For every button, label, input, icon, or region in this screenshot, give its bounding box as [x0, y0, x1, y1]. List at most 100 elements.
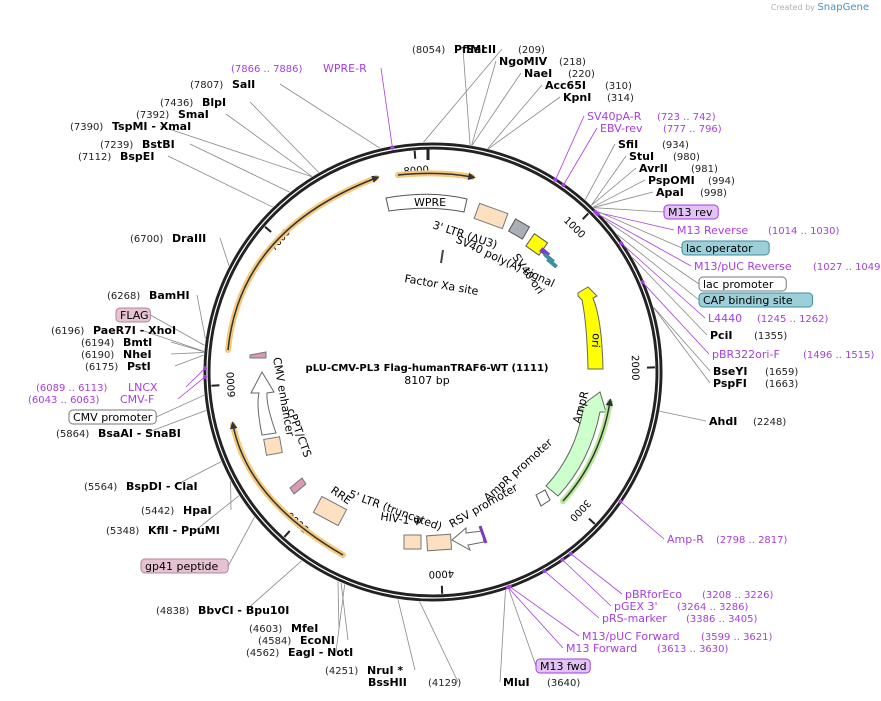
enzyme-site[interactable]: PspFI(1663) — [713, 377, 798, 390]
enzyme-site[interactable]: (4838)BbvCI - Bpu10I — [156, 604, 289, 617]
primer-binding-site[interactable]: SV40pA-R(723 .. 742) — [587, 110, 716, 123]
primer-leader — [509, 586, 580, 637]
enzyme-site[interactable]: SacII(209) — [466, 43, 545, 56]
primer-name: pBR322ori-F — [712, 348, 780, 361]
primer-binding-site[interactable]: M13/pUC Forward(3599 .. 3621) — [582, 630, 773, 643]
5ltr-label: 5' LTR (truncated) — [347, 488, 444, 534]
enzyme-site[interactable]: (6190)NheI — [81, 348, 152, 361]
enzyme-site[interactable]: (4584)EcoNI — [258, 634, 335, 647]
enzyme-site[interactable]: ApaI(998) — [656, 186, 727, 199]
enzyme-name: AhdI — [709, 415, 737, 428]
enzyme-site[interactable]: BssHII(4129) — [368, 676, 461, 689]
feature-box-gp41-peptide[interactable]: gp41 peptide — [140, 558, 229, 574]
primer-binding-site[interactable]: (6089 .. 6113)LNCX — [36, 381, 158, 394]
primer-binding-site[interactable]: L4440(1245 .. 1262) — [708, 312, 829, 325]
leader-line — [167, 155, 273, 208]
feature-box-flag[interactable]: FLAG — [115, 307, 151, 323]
primer-binding-site[interactable]: M13 Reverse(1014 .. 1030) — [677, 224, 840, 237]
primer-binding-site[interactable]: pRS-marker(3386 .. 3405) — [602, 612, 758, 625]
primer-binding-site[interactable]: pGEX 3'(3264 .. 3286) — [614, 600, 749, 613]
feature-box — [698, 292, 814, 308]
enzyme-site[interactable]: (5348)KflI - PpuMI — [106, 524, 220, 537]
enzyme-position: (7239) — [100, 140, 133, 151]
enzyme-site[interactable]: (6700)DraIII — [130, 232, 206, 245]
primer-range: (3208 .. 3226) — [702, 590, 774, 601]
enzyme-position: (4562) — [246, 648, 279, 659]
enzyme-site[interactable]: AhdI(2248) — [709, 415, 786, 428]
sv40-polya-feature — [507, 218, 531, 240]
enzyme-site[interactable]: (4603)MfeI — [249, 622, 318, 635]
enzyme-site[interactable]: PspOMI(994) — [648, 174, 735, 187]
enzyme-position: (7390) — [70, 122, 103, 133]
enzyme-site[interactable]: StuI(980) — [629, 150, 700, 163]
primer-leader — [562, 559, 612, 607]
feature-box-m13-rev[interactable]: M13 rev — [663, 204, 719, 220]
enzyme-site[interactable]: (7239)BstBI — [100, 138, 175, 151]
primer-binding-site[interactable]: Amp-R(2798 .. 2817) — [667, 533, 788, 546]
primer-range: (1496 .. 1515) — [803, 350, 875, 361]
leader-line — [279, 83, 381, 149]
leader-line — [174, 354, 204, 367]
ori-feature — [577, 286, 604, 370]
enzyme-site[interactable]: PciI(1355) — [710, 329, 787, 342]
backbone — [203, 142, 663, 602]
leader-line — [159, 125, 312, 177]
primer-mark — [553, 177, 558, 182]
enzyme-name: SalI — [232, 78, 255, 91]
enzyme-position: (4251) — [325, 666, 358, 677]
enzyme-site[interactable]: (6196)PaeR7I - XhoI — [51, 324, 176, 337]
enzyme-site[interactable]: (7392)SmaI — [136, 108, 209, 121]
enzyme-position: (5564) — [84, 482, 117, 493]
primer-binding-site[interactable]: (6043 .. 6063)CMV-F — [28, 393, 154, 406]
enzyme-site[interactable]: (4251)NruI * — [325, 664, 403, 677]
primer-name: M13 Forward — [566, 642, 637, 655]
enzyme-name: EagI - NotI — [288, 646, 353, 659]
primer-leader — [380, 67, 393, 148]
primer-mark — [568, 551, 573, 556]
primer-name: SV40pA-R — [587, 110, 642, 123]
primer-binding-site[interactable]: M13 Forward(3613 .. 3630) — [566, 642, 729, 655]
primer-binding-site[interactable]: pBR322ori-F (1496 .. 1515) — [712, 348, 875, 361]
feature-box-lac-promoter[interactable]: lac promoter — [698, 276, 787, 292]
enzyme-site[interactable]: Acc65I(310) — [545, 79, 632, 92]
primer-binding-site[interactable]: M13/pUC Reverse(1027 .. 1049) — [694, 260, 881, 273]
enzyme-position: (220) — [568, 69, 595, 80]
primer-leader — [620, 243, 706, 319]
enzyme-site[interactable]: NgoMIV(218) — [499, 55, 586, 68]
enzyme-site[interactable]: MluI(3640) — [503, 676, 580, 689]
feature-box-label: FLAG — [120, 309, 149, 322]
feature-box-cmv-promoter[interactable]: CMV promoter — [68, 409, 157, 425]
primer-binding-site[interactable]: (7866 .. 7886)WPRE-R — [231, 62, 367, 75]
primer-name: L4440 — [708, 312, 742, 325]
enzyme-site[interactable]: (6268)BamHI — [107, 289, 190, 302]
wpre-label: WPRE — [414, 196, 446, 209]
enzyme-site[interactable]: (5442)HpaI — [141, 504, 212, 517]
primer-binding-site[interactable]: EBV-rev(777 .. 796) — [600, 122, 722, 135]
feature-box-lac-operator[interactable]: lac operator — [681, 240, 770, 256]
enzyme-site[interactable]: (7112)BspEI — [78, 150, 154, 163]
enzyme-site[interactable]: (6194)BmtI — [81, 336, 152, 349]
primer-leader — [507, 587, 564, 649]
enzyme-site[interactable]: BseYI(1659) — [713, 365, 798, 378]
enzyme-site[interactable]: (5564)BspDI - ClaI — [84, 480, 198, 493]
enzyme-site[interactable]: (4562) EagI - NotI — [246, 646, 353, 659]
enzyme-name: BbvCI - Bpu10I — [198, 604, 289, 617]
enzyme-site[interactable]: KpnI(314) — [563, 91, 634, 104]
enzyme-site[interactable]: (7436)BlpI — [160, 96, 226, 109]
feature-box-cap-binding-site[interactable]: CAP binding site — [698, 292, 814, 308]
feature-box-label: M13 rev — [668, 206, 713, 219]
enzyme-site[interactable]: SfiI(934) — [618, 138, 689, 151]
enzyme-site[interactable]: NaeI(220) — [524, 67, 595, 80]
enzyme-site[interactable]: (5864)BsaAI - SnaBI — [56, 427, 181, 440]
enzyme-position: (934) — [662, 140, 689, 151]
enzyme-site[interactable]: (7807)SalI — [190, 78, 255, 91]
enzyme-site[interactable]: (8054)PflMI — [412, 43, 485, 56]
leader-line — [145, 409, 207, 434]
enzyme-site[interactable]: AvrII(981) — [639, 162, 718, 175]
feature-box-m13-fwd[interactable]: M13 fwd — [535, 658, 591, 674]
leader-line — [471, 60, 497, 146]
primer-binding-site[interactable]: pBRforEco(3208 .. 3226) — [625, 588, 774, 601]
enzyme-site[interactable]: (7390)TspMI - XmaI — [70, 120, 191, 133]
leader-line — [189, 143, 290, 193]
enzyme-site[interactable]: (6175)PstI — [85, 360, 151, 373]
